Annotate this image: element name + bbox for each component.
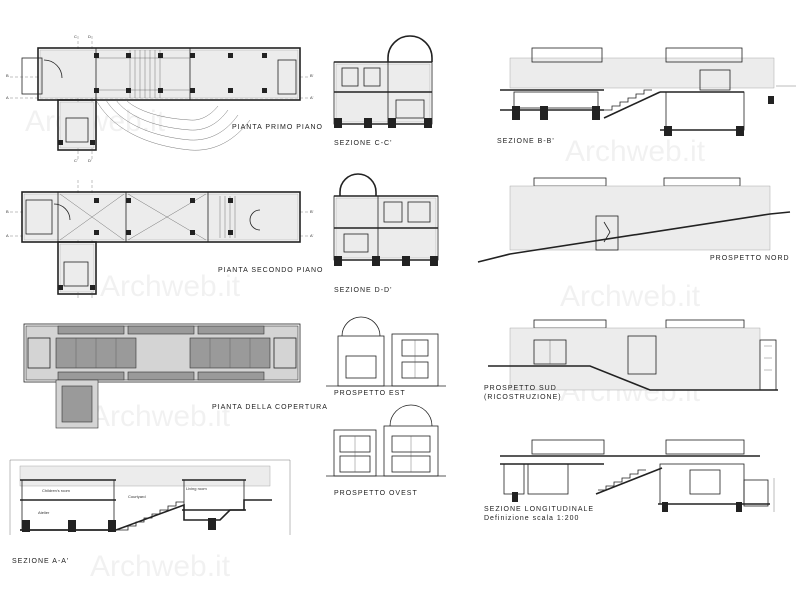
label-pianta-secondo-piano: PIANTA SECONDO PIANO	[218, 267, 324, 274]
axis-label-b-prime: B'	[310, 73, 314, 78]
prospetto-est-drawing	[326, 316, 446, 387]
watermark: Archweb.it	[25, 105, 166, 138]
watermark: Archweb.it	[565, 135, 706, 168]
watermark: Archweb.it	[90, 400, 231, 433]
axis-label-c-prime: C'	[74, 158, 78, 163]
axis-label-d: D	[88, 34, 91, 39]
prospetto-nord-drawing	[477, 177, 791, 263]
sezione-longitudinale-drawing	[500, 439, 775, 512]
label-sezione-cc: SEZIONE C-C'	[334, 140, 393, 147]
label-prospetto-sud: PROSPETTO SUD (RICOSTRUZIONE)	[484, 385, 562, 401]
room-label-living-room: Living room	[186, 486, 207, 491]
label-sezione-bb: SEZIONE B-B'	[497, 138, 555, 145]
prospetto-sud-drawing	[488, 319, 778, 391]
label-pianta-copertura: PIANTA DELLA COPERTURA	[212, 404, 328, 411]
axis-label-a: A	[6, 233, 9, 238]
label-sezione-aa: SEZIONE A-A'	[12, 558, 70, 565]
sezione-aa-drawing	[9, 459, 291, 535]
sezione-dd-drawing	[333, 173, 439, 266]
axis-label-a: A	[6, 95, 9, 100]
axis-label-b: B	[6, 73, 9, 78]
pianta-primo-piano-drawing	[10, 36, 310, 160]
label-sezione-longitudinale: SEZIONE LONGITUDINALE Definizione scala …	[484, 506, 595, 522]
room-label-atelier: Atelier	[38, 510, 50, 515]
pianta-secondo-piano-drawing	[10, 180, 310, 300]
axis-label-c: C	[74, 34, 77, 39]
watermark: Archweb.it	[100, 270, 241, 303]
pianta-copertura-drawing	[23, 323, 301, 429]
label-sezione-dd: SEZIONE D-D'	[334, 287, 393, 294]
sezione-bb-drawing	[500, 47, 796, 136]
label-pianta-primo-piano: PIANTA PRIMO PIANO	[232, 124, 323, 131]
label-prospetto-nord: PROSPETTO NORD	[710, 255, 790, 262]
axis-label-b-prime: B'	[310, 209, 314, 214]
prospetto-ovest-drawing	[326, 404, 446, 477]
label-prospetto-est: PROSPETTO EST	[334, 390, 406, 397]
room-label-childrens-room: Children's room	[42, 488, 70, 493]
sezione-cc-drawing	[333, 35, 433, 128]
label-prospetto-ovest: PROSPETTO OVEST	[334, 490, 418, 497]
axis-label-b: B	[6, 209, 9, 214]
axis-label-a-prime: A'	[310, 95, 314, 100]
watermark: Archweb.it	[90, 550, 231, 583]
axis-label-d-prime: D'	[88, 158, 92, 163]
axis-label-a-prime: A'	[310, 233, 314, 238]
watermark: Archweb.it	[560, 280, 701, 313]
room-label-courtyard: Courtyard	[128, 494, 146, 499]
